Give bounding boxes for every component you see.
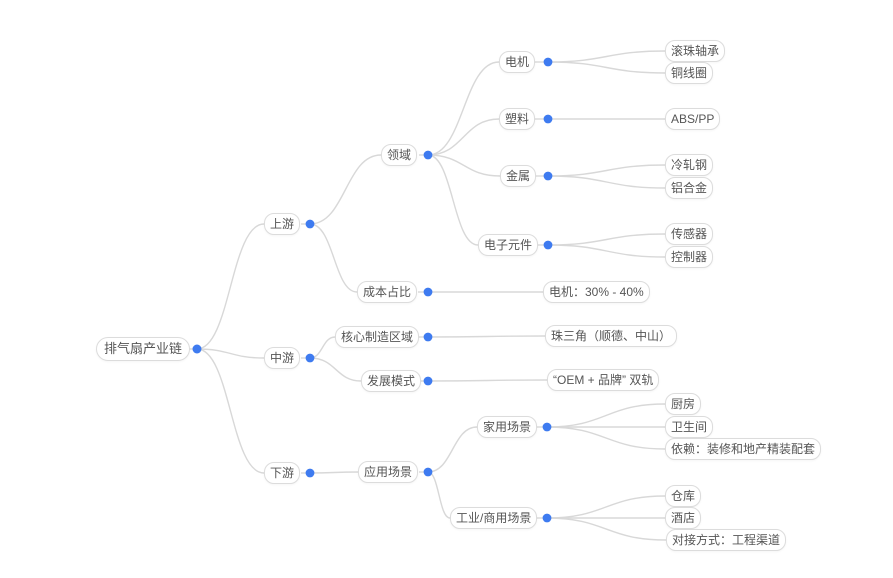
node-upstream[interactable]: 上游: [264, 213, 301, 235]
node-bathroom[interactable]: 卫生间: [665, 416, 714, 438]
node-industrial-commercial-scenario[interactable]: 工业/商用场景: [450, 507, 538, 529]
edge-upstream-cost-ratio: [309, 223, 358, 293]
collapse-dots: [192, 57, 553, 523]
edge-midstream-dev-model: [309, 357, 362, 382]
node-aluminum-alloy[interactable]: 铝合金: [665, 177, 714, 199]
edge-root-downstream: [196, 348, 265, 474]
node-engineering-channel[interactable]: 对接方式：工程渠道: [666, 529, 787, 551]
collapse-dot-dev-model[interactable]: [423, 376, 433, 386]
node-copper-coil[interactable]: 铜线圈: [665, 62, 714, 84]
collapse-dot-downstream[interactable]: [305, 468, 315, 478]
collapse-dot-motor[interactable]: [543, 57, 553, 67]
collapse-dot-plastic[interactable]: [543, 114, 553, 124]
edge-home-dependency: [546, 426, 666, 450]
node-oem-brand-dual-track[interactable]: “OEM + 品牌” 双轨: [547, 369, 660, 391]
node-development-model[interactable]: 发展模式: [361, 370, 422, 392]
node-abs-pp[interactable]: ABS/PP: [665, 108, 721, 130]
node-cold-rolled-steel[interactable]: 冷轧钢: [665, 154, 714, 176]
node-plastic[interactable]: 塑料: [499, 108, 536, 130]
node-warehouse[interactable]: 仓库: [665, 485, 702, 507]
collapse-dot-core-region[interactable]: [423, 332, 433, 342]
node-metal[interactable]: 金属: [500, 165, 537, 187]
node-downstream[interactable]: 下游: [264, 462, 301, 484]
node-home-scenario[interactable]: 家用场景: [477, 416, 538, 438]
collapse-dot-industrial[interactable]: [542, 513, 552, 523]
node-cost-ratio[interactable]: 成本占比: [357, 281, 418, 303]
edge-industrial-warehouse: [546, 495, 666, 519]
collapse-dot-field[interactable]: [423, 150, 433, 160]
edge-industrial-engineering: [546, 517, 667, 541]
edge-root-midstream: [196, 348, 265, 359]
edge-root-upstream: [196, 223, 265, 350]
node-root[interactable]: 排气扇产业链: [96, 337, 191, 361]
edge-field-electronics: [427, 154, 479, 246]
edge-core-region-pearl-delta: [427, 335, 546, 338]
edge-field-metal: [427, 154, 501, 177]
node-core-manufacturing-region[interactable]: 核心制造区域: [335, 326, 420, 348]
node-motor[interactable]: 电机: [499, 51, 536, 73]
node-hotel[interactable]: 酒店: [665, 507, 702, 529]
edge-downstream-app-scenarios: [309, 471, 359, 474]
edge-midstream-core-region: [309, 336, 336, 359]
node-ball-bearing[interactable]: 滚珠轴承: [665, 40, 726, 62]
node-home-dependency[interactable]: 依赖：装修和地产精装配套: [665, 438, 822, 460]
node-kitchen[interactable]: 厨房: [665, 393, 702, 415]
collapse-dot-home[interactable]: [542, 422, 552, 432]
node-electronic-components[interactable]: 电子元件: [478, 234, 539, 256]
collapse-dot-cost-ratio[interactable]: [423, 287, 433, 297]
edge-field-motor: [427, 61, 500, 156]
node-controller[interactable]: 控制器: [665, 246, 714, 268]
collapse-dot-electronics[interactable]: [543, 240, 553, 250]
edge-metal-aluminum-alloy: [547, 175, 666, 189]
edge-field-plastic: [427, 118, 500, 156]
node-midstream[interactable]: 中游: [264, 347, 301, 369]
collapse-dot-metal[interactable]: [543, 171, 553, 181]
node-sensor[interactable]: 传感器: [665, 223, 714, 245]
edge-dev-model-oem: [427, 379, 548, 382]
node-field[interactable]: 领域: [381, 144, 418, 166]
edge-motor-copper-coil: [547, 61, 666, 74]
edge-app-home: [427, 426, 478, 473]
node-motor-cost[interactable]: 电机：30% - 40%: [543, 281, 650, 303]
edge-home-kitchen: [546, 403, 666, 428]
node-pearl-river-delta[interactable]: 珠三角（顺德、中山）: [545, 325, 678, 347]
collapse-dot-midstream[interactable]: [305, 353, 315, 363]
edge-app-industrial: [427, 471, 451, 519]
node-application-scenarios[interactable]: 应用场景: [358, 461, 419, 483]
collapse-dot-app-scenarios[interactable]: [423, 467, 433, 477]
edge-motor-ball-bearing: [547, 50, 666, 63]
collapse-dot-root[interactable]: [192, 344, 202, 354]
edge-metal-cold-rolled-steel: [547, 164, 666, 177]
collapse-dot-upstream[interactable]: [305, 219, 315, 229]
edge-upstream-field: [309, 154, 382, 225]
edge-electronics-sensor: [547, 233, 666, 246]
edge-electronics-controller: [547, 244, 666, 258]
